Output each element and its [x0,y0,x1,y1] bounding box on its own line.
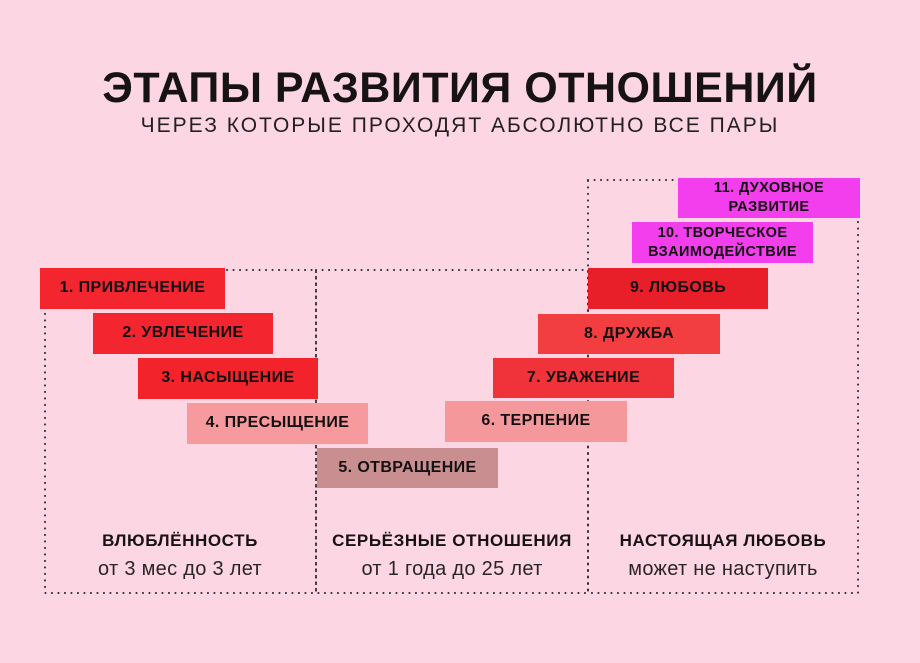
phase-section-falling-in-love: ВЛЮБЛЁННОСТЬ от 3 мес до 3 лет [44,531,316,580]
stage-box-creative-interaction: 10. ТВОРЧЕСКОЕ ВЗАИМОДЕЙСТВИЕ [632,222,813,263]
page-title: ЭТАПЫ РАЗВИТИЯ ОТНОШЕНИЙ [102,64,818,112]
phase-duration: от 1 года до 25 лет [361,558,543,580]
stage-box-saturation: 3. НАСЫЩЕНИЕ [138,358,318,399]
phase-name: СЕРЬЁЗНЫЕ ОТНОШЕНИЯ [332,531,572,550]
stage-box-satiation: 4. ПРЕСЫЩЕНИЕ [187,403,368,444]
page-subtitle: ЧЕРЕЗ КОТОРЫЕ ПРОХОДЯТ АБСОЛЮТНО ВСЕ ПАР… [140,114,780,137]
phase-section-serious-relationship: СЕРЬЁЗНЫЕ ОТНОШЕНИЯ от 1 года до 25 лет [316,531,588,580]
stage-box-spiritual-growth: 11. ДУХОВНОЕ РАЗВИТИЕ [678,178,860,218]
phase-boundary-right [587,179,859,594]
stage-box-respect: 7. УВАЖЕНИЕ [493,358,674,398]
stage-box-infatuation: 2. УВЛЕЧЕНИЕ [93,313,273,354]
phase-boundary-middle [315,269,589,594]
stage-box-disgust: 5. ОТВРАЩЕНИЕ [317,448,498,488]
phase-name: ВЛЮБЛЁННОСТЬ [102,531,258,550]
stage-box-love: 9. ЛЮБОВЬ [588,268,768,309]
phase-duration: от 3 мес до 3 лет [98,558,262,580]
phase-name: НАСТОЯЩАЯ ЛЮБОВЬ [619,531,827,550]
stage-box-friendship: 8. ДРУЖБА [538,314,720,354]
stage-box-attraction: 1. ПРИВЛЕЧЕНИЕ [40,268,225,309]
stage-box-patience: 6. ТЕРПЕНИЕ [445,401,627,442]
phase-duration: может не наступить [628,558,818,580]
phase-section-true-love: НАСТОЯЩАЯ ЛЮБОВЬ может не наступить [588,531,858,580]
